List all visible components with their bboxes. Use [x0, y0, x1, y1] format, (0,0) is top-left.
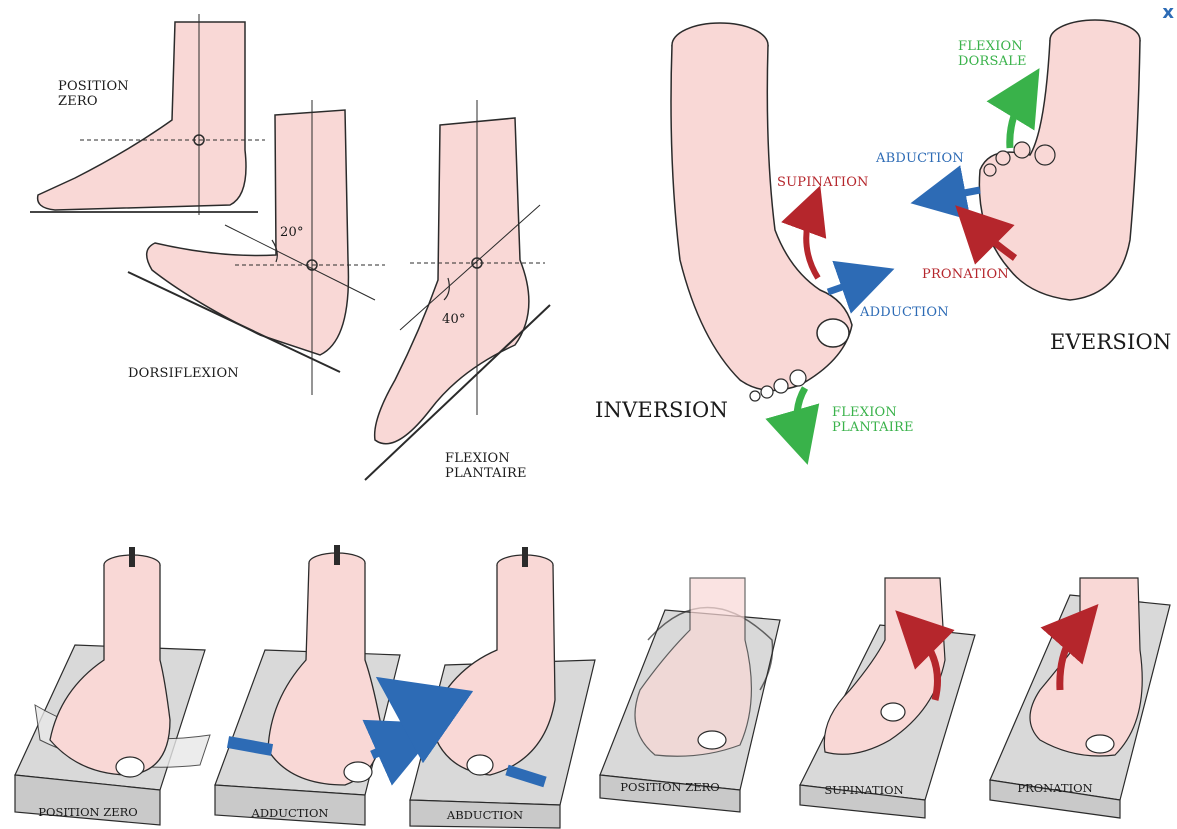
- plantar-flexion-foot: [365, 100, 550, 480]
- label-eversion: EVERSION: [1050, 330, 1172, 354]
- plate-label-position-zero-1: POSITION ZERO: [18, 805, 158, 819]
- inversion-foot: [671, 23, 868, 438]
- bottom-foot-adduction: [215, 545, 410, 825]
- bottom-foot-position-zero-1: [15, 547, 210, 825]
- label-position-zero: POSITION ZERO: [58, 80, 129, 110]
- label-angle-20: 20°: [280, 226, 304, 241]
- label-flexion-plantaire-color: FLEXION PLANTAIRE: [832, 406, 914, 436]
- bottom-foot-position-zero-2: [600, 578, 780, 812]
- plate-label-supination: SUPINATION: [805, 783, 923, 797]
- label-inversion: INVERSION: [595, 398, 728, 422]
- label-abduction: ABDUCTION: [876, 152, 964, 167]
- bottom-foot-supination: [800, 578, 975, 818]
- plate-label-position-zero-2: POSITION ZERO: [606, 780, 734, 794]
- bottom-foot-abduction: [410, 547, 595, 828]
- label-pronation: PRONATION: [922, 268, 1009, 283]
- label-adduction: ADDUCTION: [860, 306, 949, 321]
- label-flexion-dorsale: FLEXION DORSALE: [958, 40, 1027, 70]
- label-angle-40: 40°: [442, 313, 466, 328]
- label-supination: SUPINATION: [777, 176, 869, 191]
- plate-label-adduction: ADDUCTION: [220, 806, 360, 820]
- position-zero-foot: [30, 14, 265, 215]
- plate-label-abduction: ABDUCTION: [412, 808, 558, 822]
- corner-mark: x: [1162, 2, 1174, 23]
- label-dorsiflexion: DORSIFLEXION: [128, 367, 239, 382]
- plate-label-pronation: PRONATION: [995, 781, 1115, 795]
- label-flexion-plantaire: FLEXION PLANTAIRE: [445, 452, 527, 482]
